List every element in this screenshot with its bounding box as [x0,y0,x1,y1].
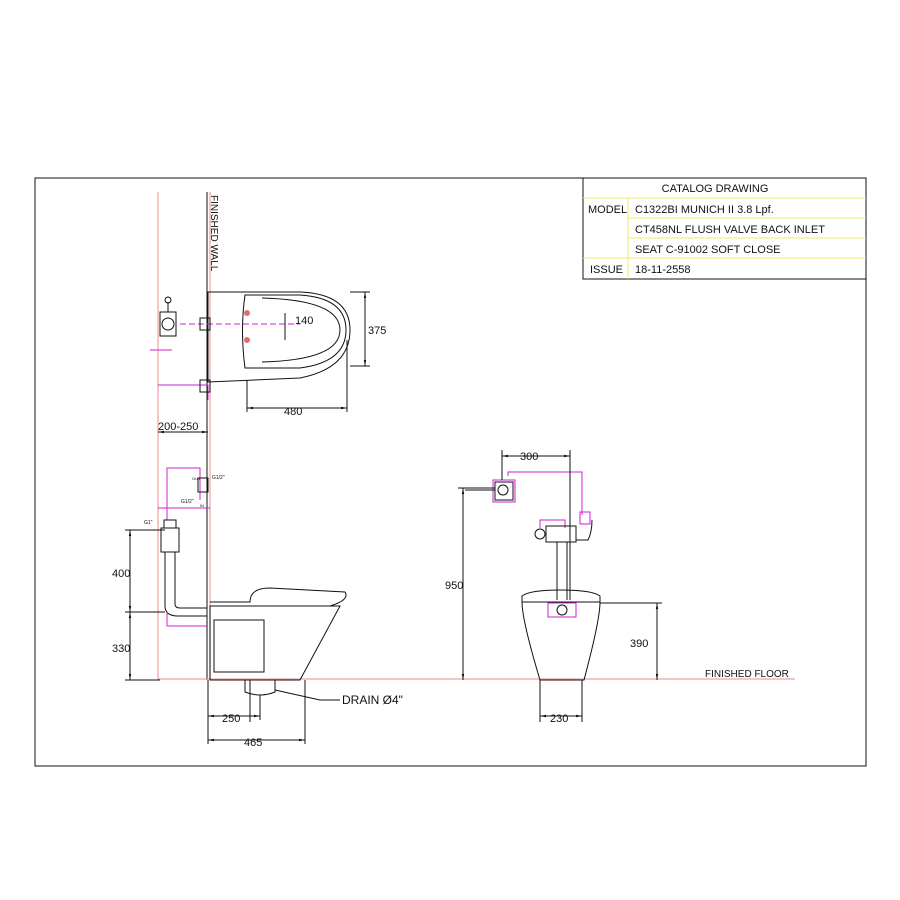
finished-floor-label: FINISHED FLOOR [705,669,789,680]
model-line: SEAT C-91002 SOFT CLOSE [635,244,781,256]
model-line: C1322BI MUNICH II 3.8 Lpf. [635,204,774,216]
label-in: IN [200,503,204,508]
front-view: 300 950 390 230 [445,450,662,725]
top-view: 375 480 140 [150,291,386,418]
dim-950: 950 [445,580,463,592]
issue-date: 18-11-2558 [635,264,690,276]
dim-330: 330 [112,643,130,655]
wall-lines [157,192,795,680]
dim-375: 375 [368,325,386,337]
drain-label: DRAIN Ø4" [342,693,403,707]
dim-390: 390 [630,638,648,650]
model-line: CT458NL FLUSH VALVE BACK INLET [635,224,825,236]
dim-140: 140 [295,315,313,327]
side-view: OUT IN G1/2" G1/2" G1" 400 330 250 465 D… [112,467,403,749]
label-out: OUT [192,476,201,481]
dim-480: 480 [284,406,302,418]
dim-400: 400 [112,568,130,580]
title-heading: CATALOG DRAWING [662,183,769,195]
dim-300: 300 [520,451,538,463]
title-block: CATALOG DRAWING MODEL C1322BI MUNICH II … [582,177,867,280]
finished-wall-label: FINISHED WALL [208,195,219,272]
label-g-half: G1/2" [212,475,225,481]
model-label: MODEL [588,204,627,216]
issue-label: ISSUE [590,264,623,276]
dim-230: 230 [550,713,568,725]
label-g-half: G1/2" [181,499,194,505]
label-g-one: G1" [144,520,153,526]
dim-250: 250 [222,713,240,725]
dim-200-250: 200-250 [158,421,198,433]
drawing-frame [34,177,867,767]
dim-465: 465 [244,737,262,749]
